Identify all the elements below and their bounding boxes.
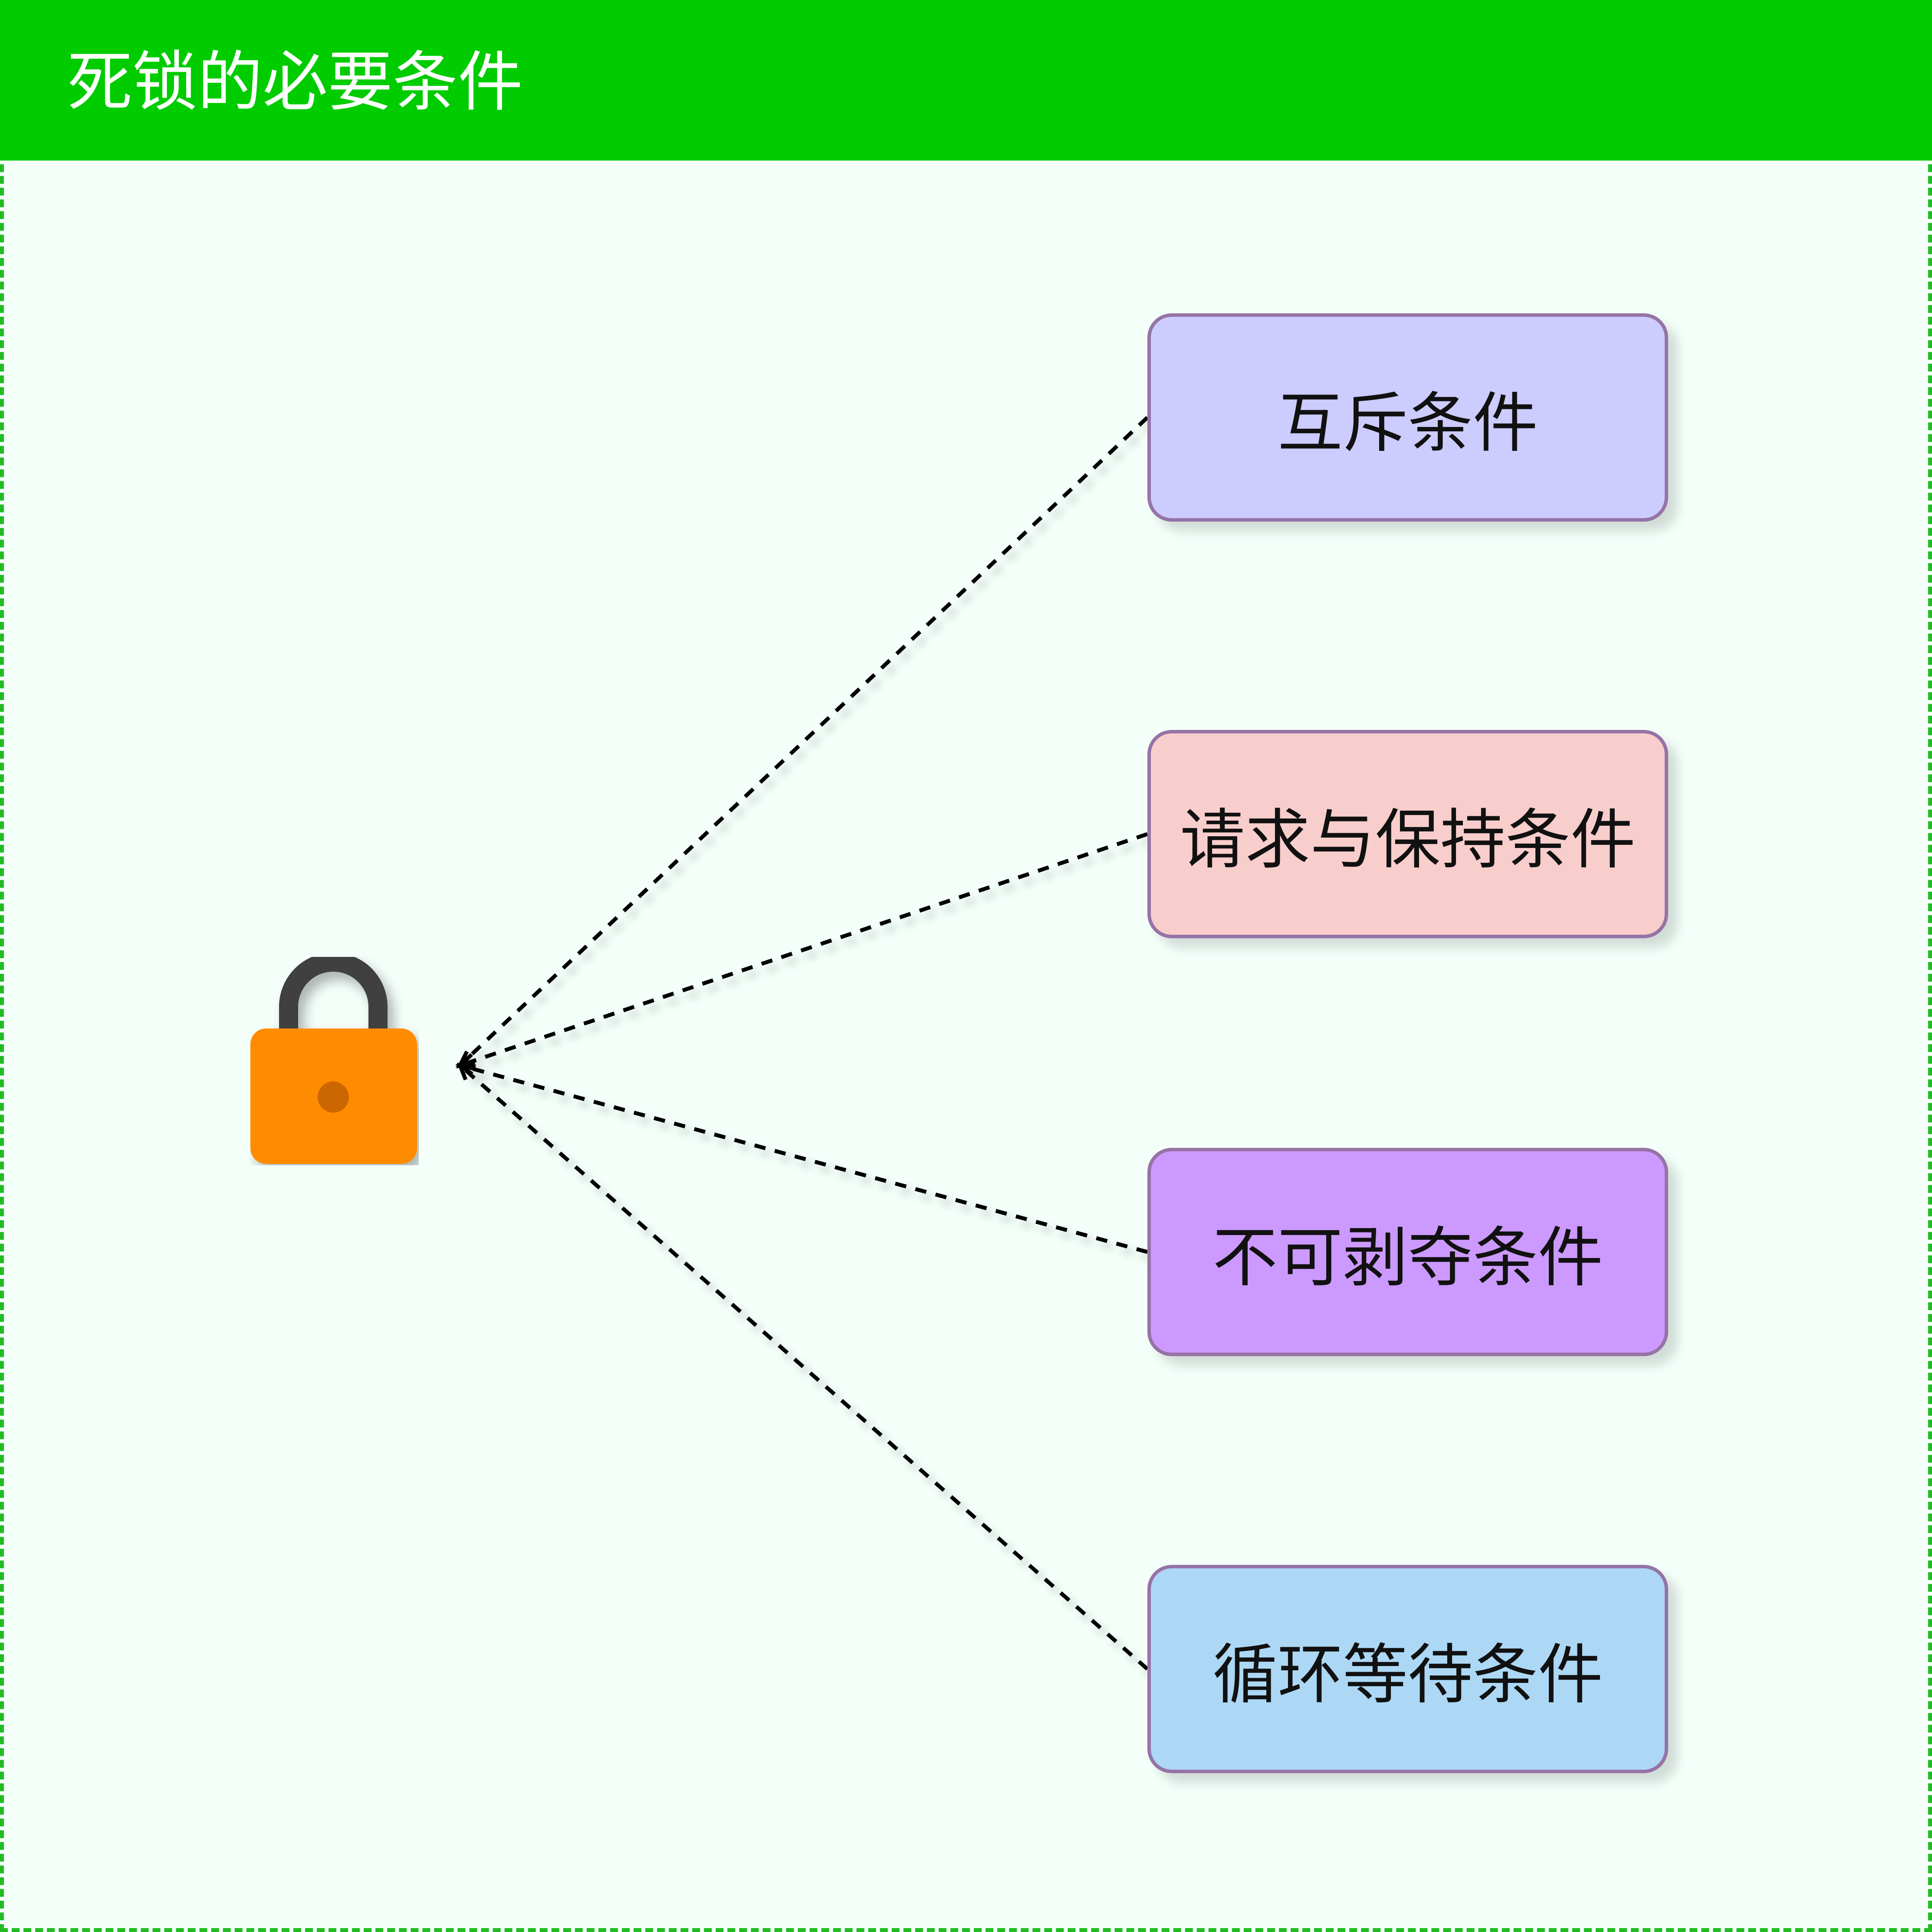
- condition-label: 互斥条件: [1277, 385, 1538, 461]
- condition-hold-and-wait: 请求与保持条件: [1147, 730, 1668, 938]
- condition-no-preemption: 不可剥夺条件: [1147, 1148, 1668, 1356]
- condition-label: 请求与保持条件: [1180, 802, 1636, 878]
- condition-label: 循环等待条件: [1212, 1637, 1603, 1713]
- connector-no-preemption: [459, 1063, 1148, 1254]
- lock-icon: [250, 953, 419, 1165]
- lock-shackle: [279, 953, 388, 1037]
- condition-label: 不可剥夺条件: [1212, 1220, 1603, 1296]
- condition-mutual-exclusion: 互斥条件: [1147, 313, 1668, 522]
- connector-circular-wait: [459, 1064, 1149, 1671]
- connector-hold-and-wait: [459, 832, 1148, 1068]
- connector-mutual-exclusion: [458, 416, 1149, 1067]
- page-title: 死锁的必要条件: [67, 45, 523, 120]
- condition-circular-wait: 循环等待条件: [1147, 1565, 1668, 1773]
- header-bar: 死锁的必要条件: [0, 0, 1932, 161]
- lock-keyhole: [318, 1081, 349, 1113]
- arrowhead-circular-wait: [457, 1062, 476, 1081]
